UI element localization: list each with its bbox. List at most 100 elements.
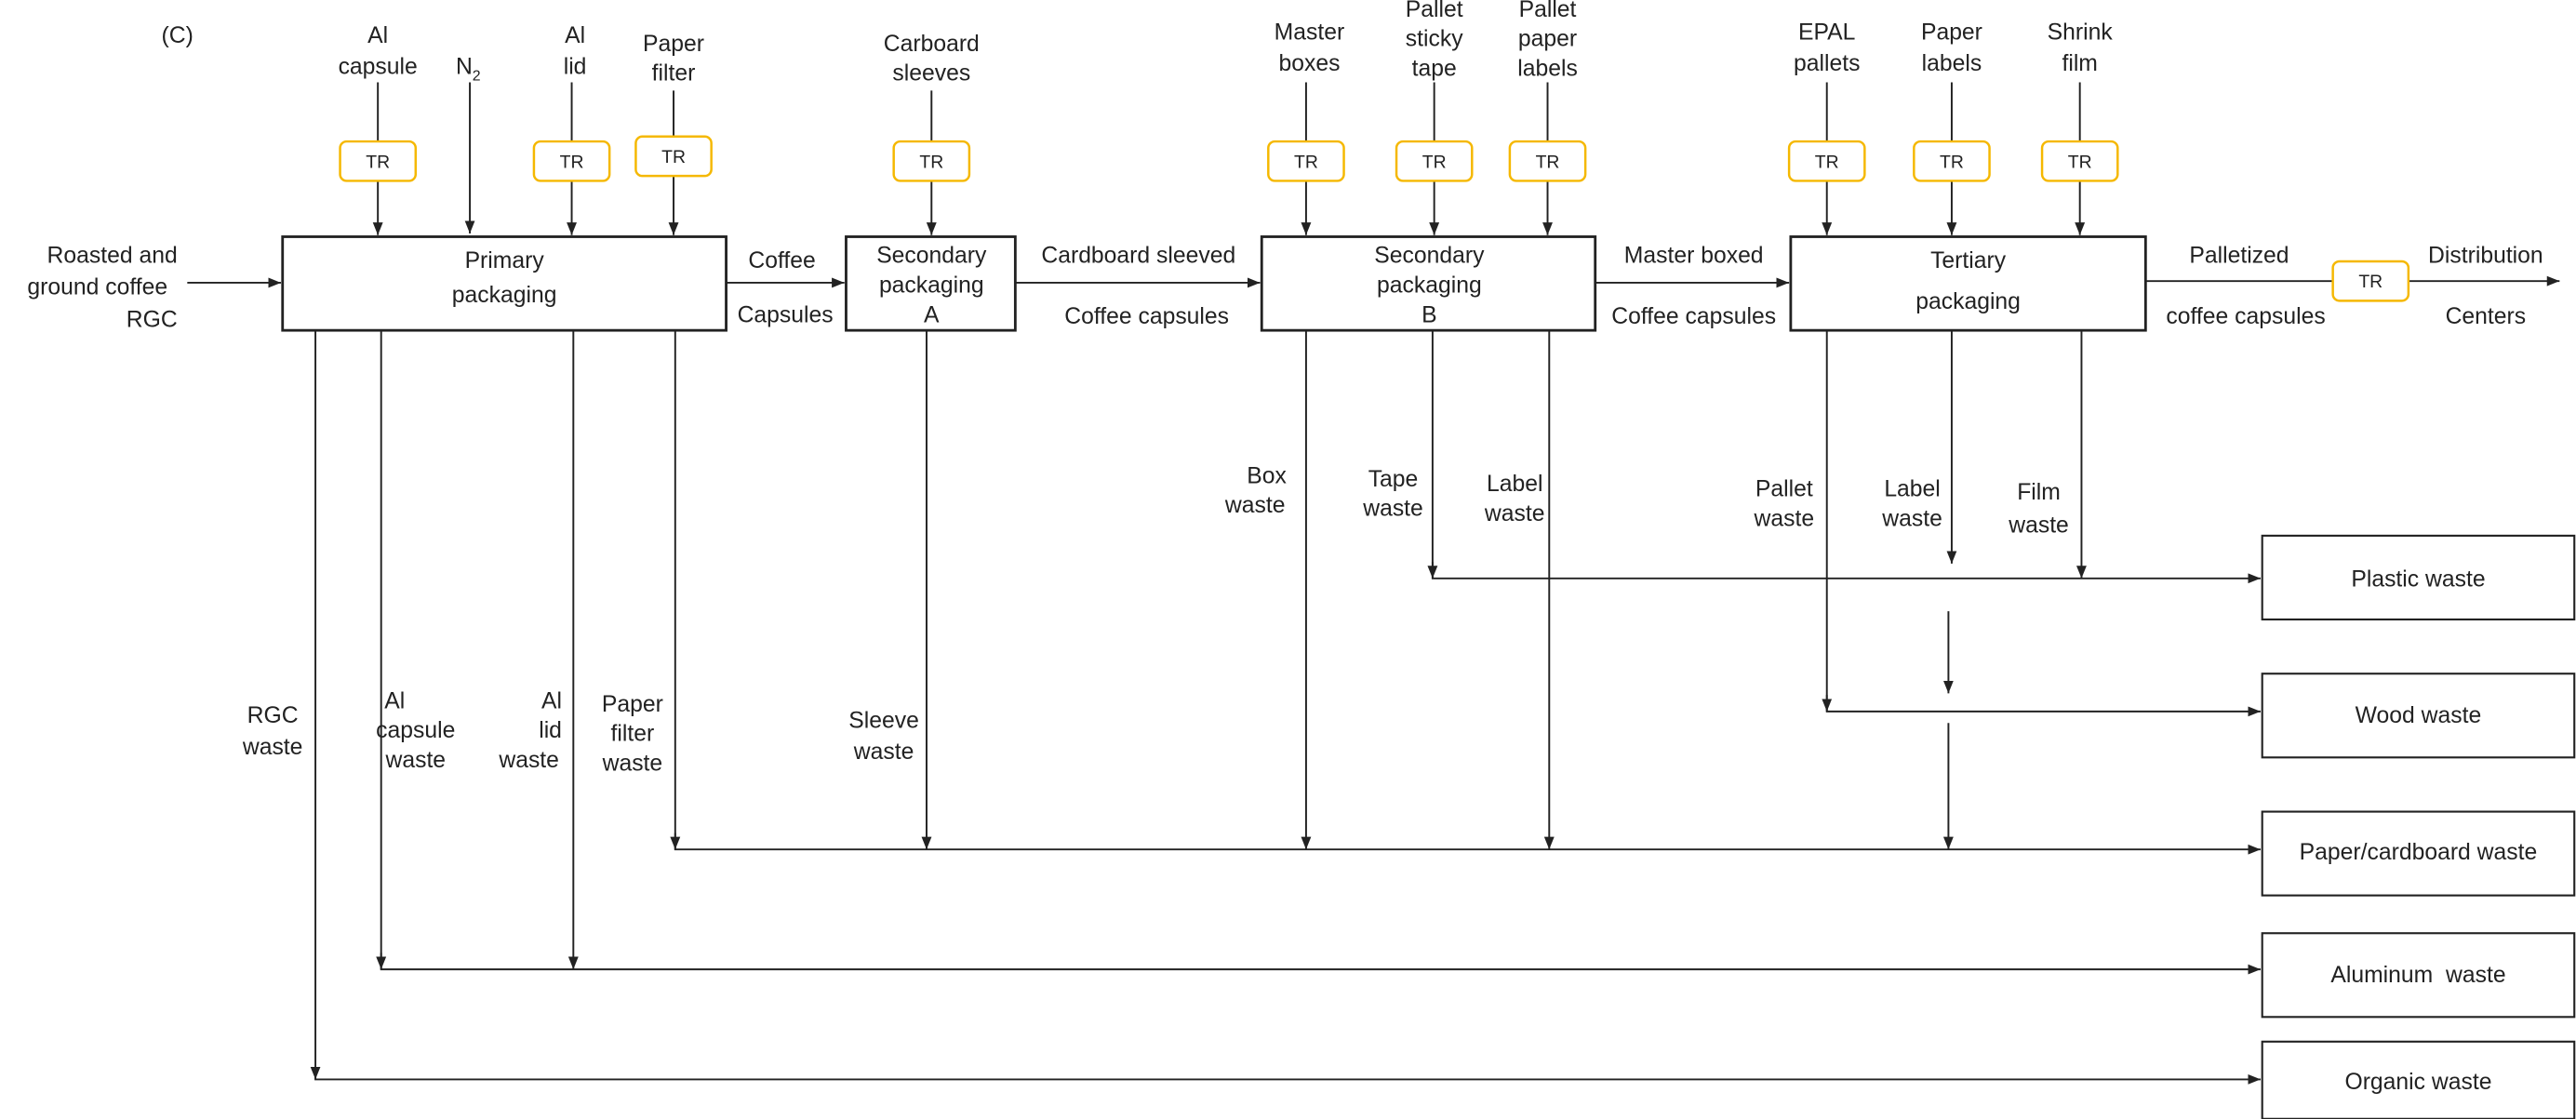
tr-box: TR: [1913, 140, 1991, 182]
tr-box: TR: [1508, 140, 1587, 182]
svg-text:Paper: Paper: [602, 692, 663, 717]
svg-text:Palletized: Palletized: [2189, 244, 2289, 269]
svg-text:waste: waste: [2008, 513, 2069, 538]
svg-text:Secondary: Secondary: [1374, 244, 1485, 269]
svg-text:Sleeve: Sleeve: [848, 709, 919, 734]
svg-text:waste: waste: [853, 739, 914, 765]
svg-text:Paper: Paper: [1921, 20, 1982, 46]
svg-text:Al: Al: [367, 23, 388, 48]
svg-text:sleeves: sleeves: [892, 61, 970, 87]
svg-text:waste: waste: [242, 735, 303, 760]
svg-text:Aluminum waste: Aluminum waste: [2330, 963, 2505, 988]
process-tertiary: Tertiary packaging: [1789, 235, 2147, 332]
tr-box: TR: [892, 140, 971, 182]
svg-text:sticky: sticky: [1406, 27, 1463, 52]
svg-text:Tape: Tape: [1368, 467, 1419, 492]
svg-text:packaging: packaging: [452, 283, 557, 308]
svg-text:waste: waste: [498, 748, 559, 773]
svg-text:Distribution: Distribution: [2428, 244, 2543, 269]
svg-text:B: B: [1421, 302, 1437, 327]
svg-text:Carboard: Carboard: [884, 32, 980, 57]
waste-bins: Plastic waste Wood waste Paper/cardboard…: [2261, 534, 2576, 1119]
svg-text:TR: TR: [366, 152, 390, 172]
svg-text:waste: waste: [1362, 497, 1423, 522]
svg-text:filter: filter: [611, 722, 655, 747]
svg-text:Centers: Centers: [2446, 304, 2527, 329]
svg-text:Pallet: Pallet: [1755, 477, 1813, 502]
input-arrows: [378, 82, 2080, 234]
svg-text:TR: TR: [1294, 152, 1318, 172]
svg-text:Coffee capsules: Coffee capsules: [1611, 304, 1776, 329]
svg-text:ground coffee: ground coffee: [27, 274, 167, 300]
svg-text:packaging: packaging: [879, 273, 984, 299]
transport-boxes: TR TR TR TR TR TR TR TR TR TR TR: [339, 135, 2410, 302]
svg-text:packaging: packaging: [1377, 273, 1482, 299]
waste-bin-aluminum: Aluminum waste: [2261, 932, 2576, 1019]
tr-box: TR: [2331, 260, 2410, 302]
svg-text:Tertiary: Tertiary: [1930, 248, 2007, 273]
svg-text:Al: Al: [565, 23, 585, 48]
svg-text:Label: Label: [1884, 477, 1940, 502]
svg-text:Box: Box: [1247, 463, 1287, 488]
waste-bin-plastic: Plastic waste: [2261, 534, 2576, 621]
svg-text:Shrink: Shrink: [2048, 20, 2114, 46]
svg-text:boxes: boxes: [1278, 51, 1340, 76]
svg-text:waste: waste: [602, 751, 663, 776]
tr-box: TR: [1787, 140, 1866, 182]
svg-text:Al: Al: [384, 688, 405, 713]
svg-text:Master boxed: Master boxed: [1624, 244, 1764, 269]
svg-text:EPAL: EPAL: [1798, 20, 1855, 46]
svg-text:waste: waste: [1224, 493, 1286, 518]
svg-text:filter: filter: [652, 61, 696, 87]
svg-text:film: film: [2062, 51, 2097, 76]
svg-text:TR: TR: [661, 147, 686, 167]
svg-text:lid: lid: [539, 718, 562, 743]
svg-text:waste: waste: [1881, 506, 1942, 531]
waste-bin-organic: Organic waste: [2261, 1040, 2576, 1119]
svg-text:labels: labels: [1517, 56, 1578, 81]
svg-text:Paper/cardboard waste: Paper/cardboard waste: [2300, 840, 2538, 865]
svg-text:Coffee capsules: Coffee capsules: [1064, 304, 1229, 329]
svg-text:labels: labels: [1922, 51, 1982, 76]
svg-text:TR: TR: [1940, 152, 1964, 172]
svg-text:RGC: RGC: [127, 308, 178, 333]
flow-lines: [187, 82, 2560, 1085]
svg-text:TR: TR: [560, 152, 584, 172]
svg-text:waste: waste: [384, 748, 446, 773]
svg-text:Pallet: Pallet: [1519, 0, 1577, 22]
tr-box: TR: [1267, 140, 1345, 182]
tr-box: TR: [1395, 140, 1474, 182]
svg-text:waste: waste: [1484, 501, 1545, 526]
svg-text:Coffee: Coffee: [748, 248, 815, 273]
panel-label: (C): [162, 23, 194, 48]
waste-bin-wood: Wood waste: [2261, 673, 2576, 759]
svg-text:Cardboard sleeved: Cardboard sleeved: [1041, 244, 1235, 269]
svg-text:Capsules: Capsules: [738, 302, 834, 327]
svg-text:TR: TR: [2068, 152, 2092, 172]
svg-text:TR: TR: [1815, 152, 1839, 172]
tr-box: TR: [532, 140, 611, 182]
svg-text:capsule: capsule: [339, 55, 418, 80]
svg-text:Al: Al: [541, 688, 562, 713]
waste-lines: [310, 330, 2261, 1085]
svg-text:capsule: capsule: [376, 718, 455, 743]
svg-text:Pallet: Pallet: [1406, 0, 1463, 22]
waste-bin-paper: Paper/cardboard waste: [2261, 810, 2576, 897]
svg-text:tape: tape: [1412, 56, 1457, 81]
svg-text:packaging: packaging: [1915, 289, 2021, 314]
svg-text:coffee capsules: coffee capsules: [2166, 304, 2325, 329]
svg-text:Master: Master: [1275, 20, 1345, 46]
svg-text:Paper: Paper: [643, 32, 704, 57]
svg-text:TR: TR: [919, 152, 943, 172]
tr-box: TR: [339, 140, 418, 182]
svg-text:Wood waste: Wood waste: [2356, 703, 2482, 728]
svg-text:Secondary: Secondary: [876, 244, 987, 269]
svg-text:Roasted and: Roasted and: [47, 244, 178, 269]
svg-text:A: A: [924, 302, 940, 327]
tr-box: TR: [2040, 140, 2119, 182]
svg-text:N2: N2: [456, 55, 481, 85]
